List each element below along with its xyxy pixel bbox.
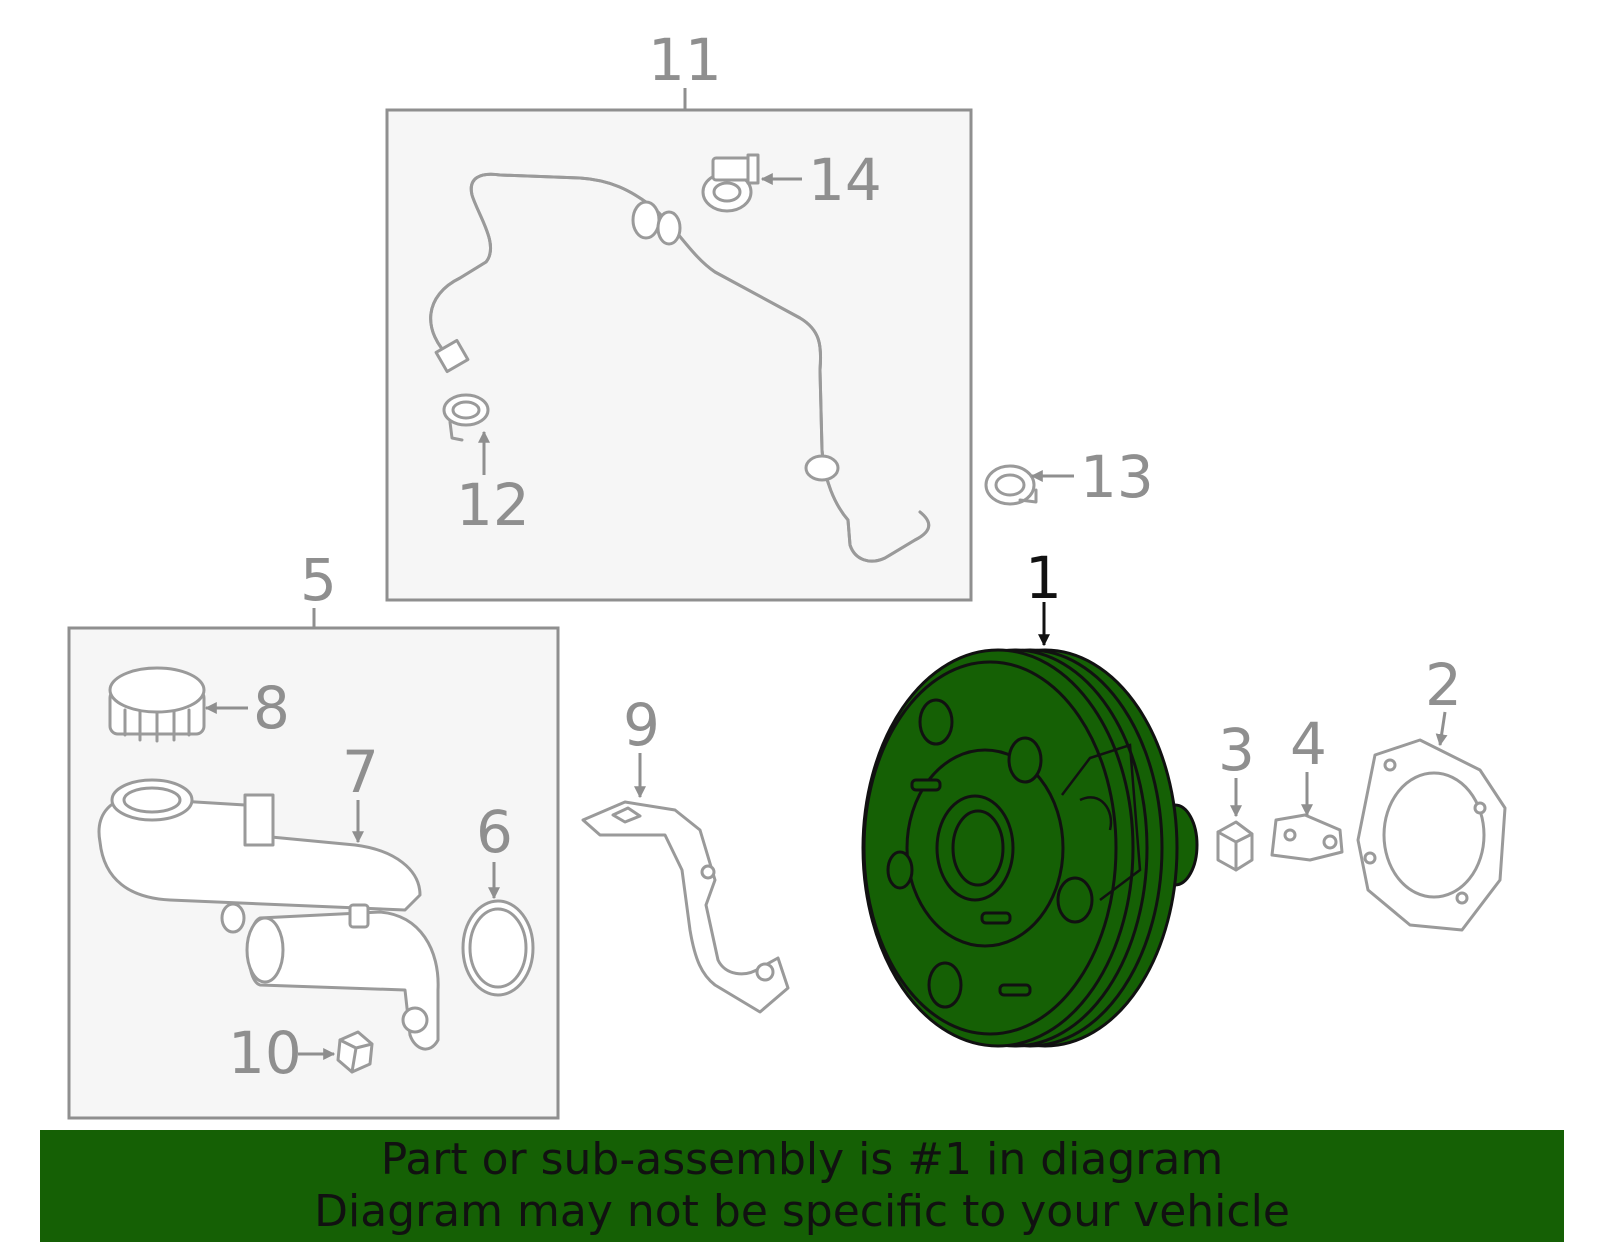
- reservoir-cap-8[interactable]: [108, 666, 206, 743]
- hose-clamp-13[interactable]: [984, 464, 1038, 506]
- hose-clamp-12[interactable]: [442, 393, 490, 442]
- callout-10[interactable]: 10: [228, 1019, 302, 1087]
- callout-6[interactable]: 6: [476, 798, 513, 866]
- callout-13[interactable]: 13: [1080, 443, 1154, 511]
- o-ring-seal-6[interactable]: [461, 899, 535, 997]
- banner-background: [40, 1130, 1564, 1242]
- vacuum-hose[interactable]: [429, 172, 931, 563]
- brake-booster-1[interactable]: [861, 648, 1199, 1048]
- callout-12[interactable]: 12: [456, 471, 530, 539]
- notice-banner: Part or sub-assembly is #1 in diagram Di…: [40, 1130, 1564, 1242]
- gasket-2[interactable]: [1356, 738, 1507, 932]
- callout-2[interactable]: 2: [1425, 651, 1462, 719]
- callout-9[interactable]: 9: [623, 691, 660, 759]
- plug-10[interactable]: [336, 1030, 374, 1074]
- callout-8[interactable]: 8: [253, 674, 290, 742]
- clevis-4[interactable]: [1270, 813, 1344, 862]
- master-cylinder-7[interactable]: [97, 778, 440, 1051]
- callout-3[interactable]: 3: [1218, 716, 1255, 784]
- group-box-11: [385, 108, 973, 602]
- banner-line-2: Diagram may not be specific to your vehi…: [314, 1186, 1290, 1237]
- banner-line-1: Part or sub-assembly is #1 in diagram: [380, 1134, 1224, 1185]
- callout-1[interactable]: 1: [1025, 544, 1062, 612]
- hose-clamp-14[interactable]: [701, 153, 760, 213]
- nut-3[interactable]: [1216, 820, 1254, 872]
- callout-5[interactable]: 5: [300, 546, 337, 614]
- leader-2: [1435, 711, 1448, 747]
- bracket-9[interactable]: [581, 800, 790, 1014]
- callout-4[interactable]: 4: [1290, 710, 1327, 778]
- callout-7[interactable]: 7: [342, 738, 379, 806]
- callout-11[interactable]: 11: [648, 26, 722, 94]
- callout-14[interactable]: 14: [808, 146, 882, 214]
